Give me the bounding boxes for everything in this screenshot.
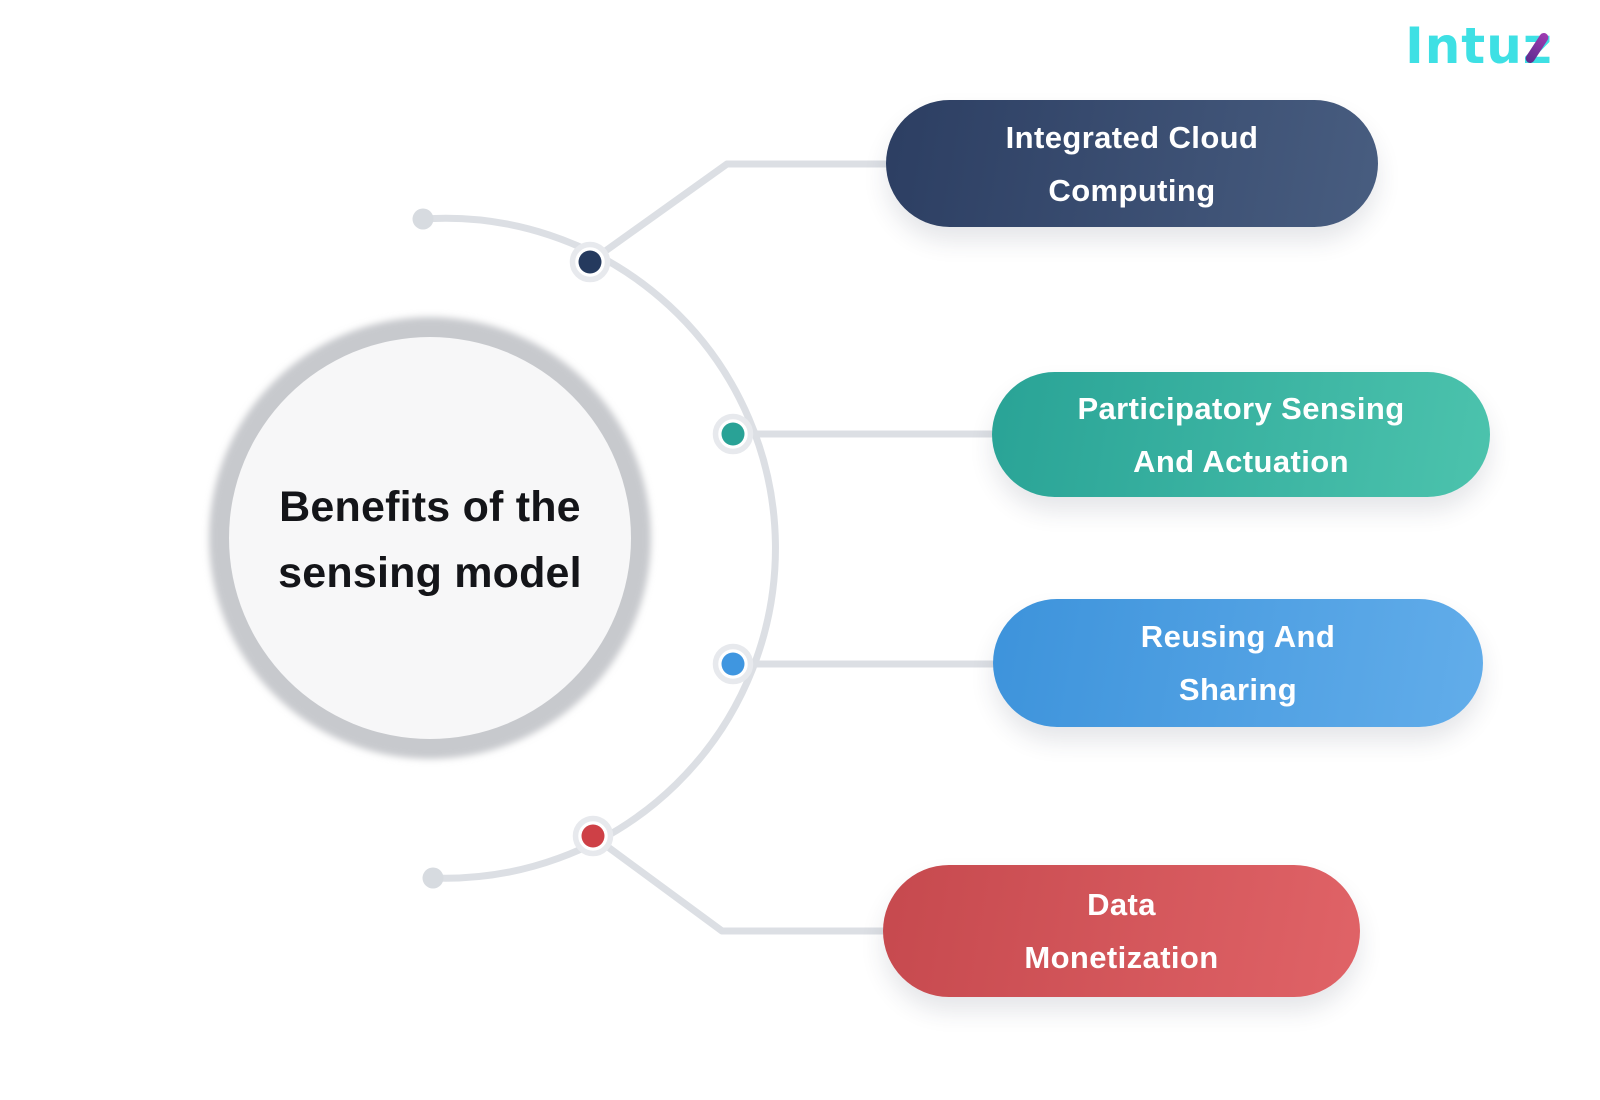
pill-label-line1: Participatory Sensing — [1077, 390, 1405, 426]
pill-label-line1: Integrated Cloud — [1005, 119, 1259, 155]
node-dot-data-monetization — [581, 824, 605, 848]
intuz-logo-text: Intuz — [1405, 17, 1553, 75]
center-title: Benefits of the sensing model — [180, 474, 680, 606]
pill-label-line2: And Actuation — [1133, 443, 1349, 479]
center-circle-fill — [229, 337, 631, 739]
pill-label-line1: Data — [1087, 887, 1156, 922]
center-title-line1: Benefits of the — [279, 483, 581, 531]
pill-label-line2: Sharing — [1178, 672, 1298, 707]
arc-endpoint-dot-top — [412, 208, 434, 230]
arc-endpoint-dot-bottom — [422, 867, 444, 889]
node-dot-reusing-sharing — [721, 652, 745, 676]
intuz-logo: Intuz — [1405, 17, 1553, 75]
node-participatory-sensing — [712, 413, 754, 455]
node-integrated-cloud — [569, 241, 611, 283]
intuz-logo-z-accent — [1525, 33, 1549, 63]
pill-data-monetization: Data Monetization — [883, 865, 1360, 997]
pill-label-line2: Monetization — [1024, 940, 1219, 975]
pill-reusing-and-sharing: Reusing And Sharing — [993, 599, 1483, 727]
pill-integrated-cloud-computing: Integrated Cloud Computing — [886, 100, 1378, 227]
pill-label-line1: Reusing And — [1140, 619, 1336, 654]
center-title-line2: sensing model — [278, 549, 582, 597]
node-dot-integrated-cloud — [578, 250, 602, 274]
node-dot-participatory-sensing — [721, 422, 745, 446]
connector-line-integrated-cloud — [587, 160, 890, 265]
node-data-monetization — [572, 815, 614, 857]
node-reusing-sharing — [712, 643, 754, 685]
pill-participatory-sensing-and-actuation: Participatory Sensing And Actuation — [992, 372, 1490, 497]
pill-label-line2: Computing — [1048, 172, 1216, 208]
connector-line-data-monetization — [590, 833, 887, 935]
